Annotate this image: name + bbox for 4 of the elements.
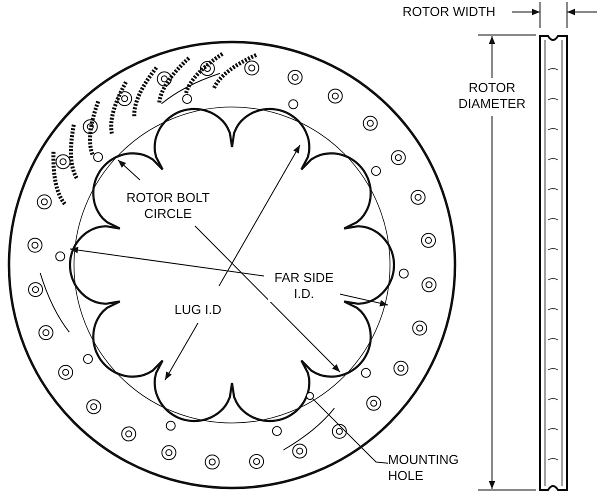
leader-line xyxy=(312,398,388,464)
mounting-hole xyxy=(306,392,314,400)
leader-arrow xyxy=(340,294,388,306)
callout-label: FAR SIDE I.D. xyxy=(268,270,340,302)
